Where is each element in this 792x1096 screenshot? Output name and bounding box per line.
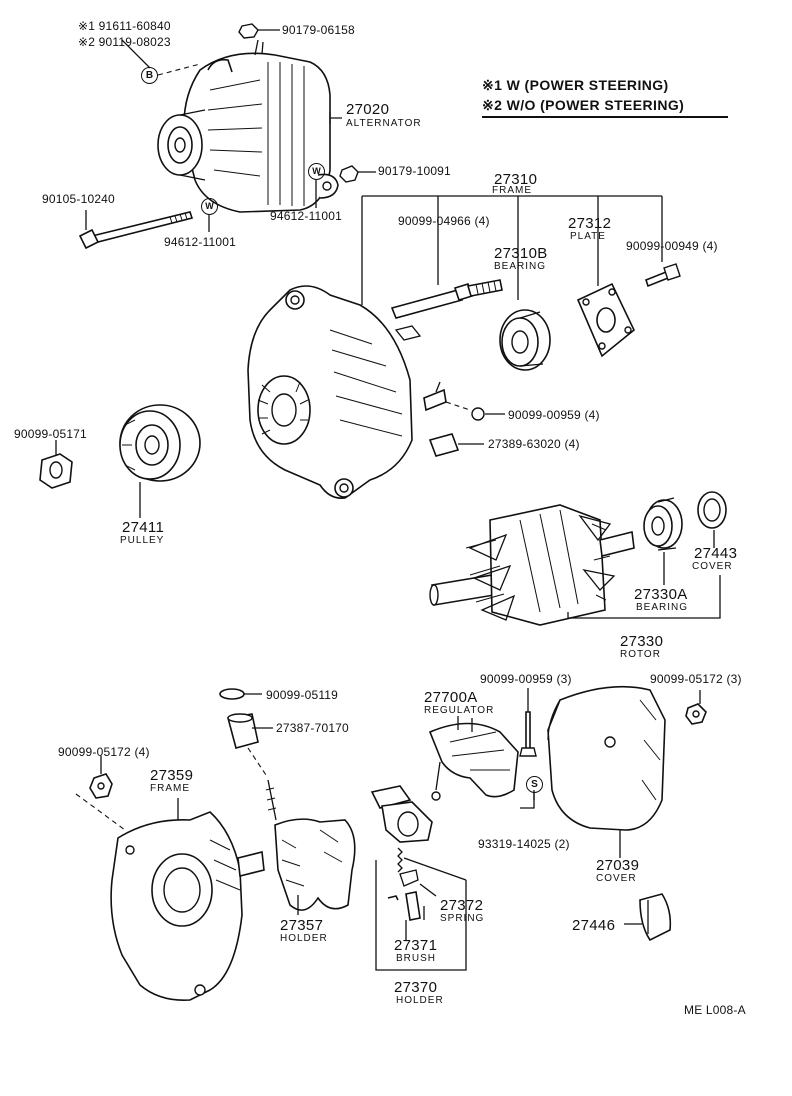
- label-27371: 27371: [394, 937, 438, 954]
- label-94612-11001-lower: 94612-11001: [164, 235, 237, 249]
- figure-code: ME L008-A: [684, 1003, 746, 1017]
- nut-90179-06158: [238, 23, 259, 39]
- label-27443: 27443: [694, 545, 738, 562]
- label-27387-70170: 27387-70170: [276, 721, 349, 735]
- label-holder-27357: HOLDER: [280, 933, 328, 944]
- label-90179-10091: 90179-10091: [378, 164, 451, 178]
- legend-text-1: W (POWER STEERING): [506, 77, 669, 93]
- label-90099-05172-4: 90099-05172 (4): [58, 745, 150, 759]
- holder-27357-drawing: [265, 779, 356, 911]
- label-alternator: ALTERNATOR: [346, 118, 422, 129]
- label-bearing-27310b: BEARING: [494, 261, 547, 272]
- plate-27312-drawing: [576, 282, 635, 358]
- label-brush: BRUSH: [396, 953, 437, 964]
- cover-27446-drawing: [639, 893, 672, 942]
- circle-b-symbol: B: [141, 67, 158, 84]
- regulator-27700a-drawing: [428, 718, 519, 801]
- label-90099-05172-3: 90099-05172 (3): [650, 672, 742, 686]
- label-cover-27443: COVER: [692, 561, 733, 572]
- bearing-27310b-drawing: [499, 309, 551, 371]
- nut-90099-05172-4: [89, 773, 113, 799]
- label-bearing-27330a: BEARING: [636, 602, 689, 613]
- washer-90099-05119: [219, 688, 245, 700]
- label-27310b: 27310B: [494, 245, 548, 262]
- note-1: ※1 91611-60840: [78, 19, 171, 33]
- label-27039: 27039: [596, 857, 640, 874]
- label-27370: 27370: [394, 979, 438, 996]
- legend-text-2: W/O (POWER STEERING): [506, 97, 685, 113]
- label-27389-63020: 27389-63020 (4): [488, 437, 580, 451]
- label-frame-27310: FRAME: [492, 185, 532, 196]
- legend-mark-2: ※2: [482, 97, 503, 113]
- legend-line-1: ※1 W (POWER STEERING): [482, 78, 669, 92]
- frame-27359-drawing: [110, 811, 265, 1002]
- label-90179-06158: 90179-06158: [282, 23, 355, 37]
- label-plate-27312: PLATE: [570, 231, 606, 242]
- label-94612-11001-upper: 94612-11001: [270, 209, 343, 223]
- label-regulator: REGULATOR: [424, 705, 495, 716]
- label-rotor: ROTOR: [620, 649, 661, 660]
- screw-90099-00959-3: [519, 711, 537, 757]
- label-27020: 27020: [346, 101, 390, 118]
- legend-line-2: ※2 W/O (POWER STEERING): [482, 98, 684, 112]
- holder-27370-drawing: [370, 785, 433, 843]
- bolt-90105-10240: [78, 211, 194, 250]
- rotor-27330-drawing: [429, 504, 635, 626]
- label-27372: 27372: [440, 897, 484, 914]
- legend-underline: [482, 116, 728, 118]
- nut-90179-10091: [339, 165, 359, 183]
- circle-s-symbol: S: [526, 776, 543, 793]
- screw-90099-00959-4: [471, 407, 485, 421]
- label-27330a: 27330A: [634, 586, 688, 603]
- insulator-27387-70170: [227, 713, 259, 749]
- screw-90099-00949: [645, 263, 681, 288]
- label-frame-27359: FRAME: [150, 783, 190, 794]
- nut-90099-05171: [39, 453, 73, 489]
- label-27330: 27330: [620, 633, 664, 650]
- label-spring: SPRING: [440, 913, 485, 924]
- note-2: ※2 90119-08023: [78, 35, 171, 49]
- stud-bolt-90099-04966: [390, 279, 503, 319]
- cover-27443-drawing: [697, 491, 727, 529]
- circle-w-symbol-upper: W: [308, 163, 325, 180]
- frame-27310-drawing: [247, 285, 422, 500]
- legend-mark-1: ※1: [482, 77, 503, 93]
- label-90099-04966: 90099-04966 (4): [398, 214, 490, 228]
- label-27411: 27411: [122, 519, 165, 536]
- alternator-assembly-drawing: [157, 39, 339, 213]
- label-cover-27039: COVER: [596, 873, 637, 884]
- label-pulley: PULLEY: [120, 535, 165, 546]
- label-27357: 27357: [280, 917, 324, 934]
- label-27312: 27312: [568, 215, 612, 232]
- insulator-27389-63020: [428, 433, 460, 457]
- label-90099-05171: 90099-05171: [14, 427, 87, 441]
- bearing-27330a-drawing: [643, 497, 683, 551]
- circle-w-symbol-lower: W: [201, 198, 218, 215]
- label-90105-10240: 90105-10240: [42, 192, 115, 206]
- label-27700a: 27700A: [424, 689, 478, 706]
- label-holder-27370: HOLDER: [396, 995, 444, 1006]
- cover-27039-drawing: [547, 685, 666, 831]
- label-27310: 27310: [494, 171, 538, 188]
- label-90099-00959-4: 90099-00959 (4): [508, 408, 600, 422]
- label-90099-00959-3: 90099-00959 (3): [480, 672, 572, 686]
- label-93319-14025: 93319-14025 (2): [478, 837, 570, 851]
- nut-90099-05172-3: [685, 703, 707, 725]
- label-27359: 27359: [150, 767, 194, 784]
- pulley-27411-drawing: [119, 404, 201, 482]
- label-90099-05119: 90099-05119: [266, 688, 339, 702]
- label-27446: 27446: [572, 917, 616, 934]
- label-90099-00949: 90099-00949 (4): [626, 239, 718, 253]
